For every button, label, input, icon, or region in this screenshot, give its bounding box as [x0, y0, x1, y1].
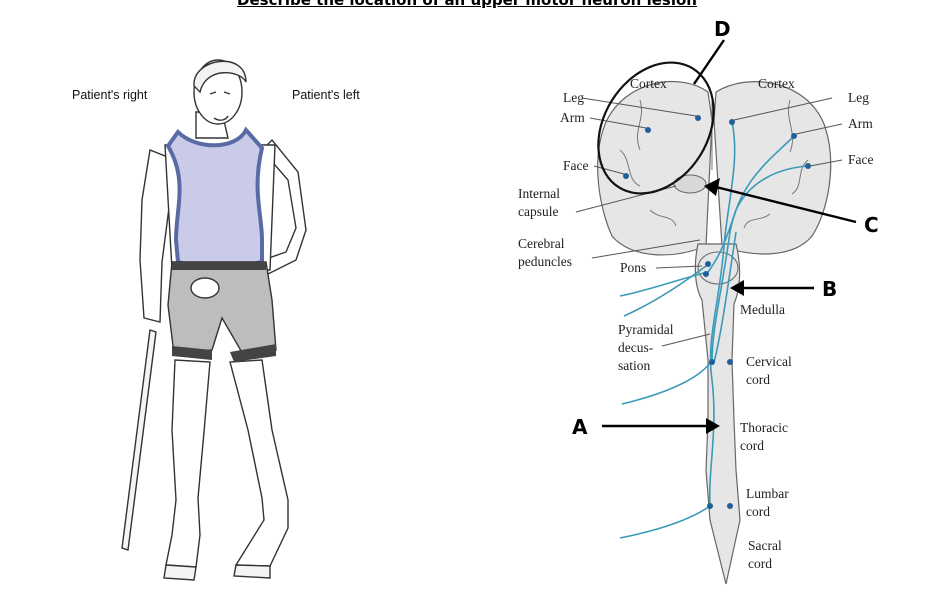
- pons-label: Pons: [620, 260, 646, 275]
- pyramidal-label-1: Pyramidal: [618, 322, 674, 337]
- internal-capsule-label-2: capsule: [518, 204, 558, 219]
- internal-capsule-label-1: Internal: [518, 186, 560, 201]
- cortex-right-label: Cortex: [758, 76, 795, 91]
- medulla-label: Medulla: [740, 302, 785, 317]
- cervical-label-2: cord: [746, 372, 770, 387]
- patient-left-label: Patient's left: [292, 88, 360, 102]
- lesion-d-circle: [597, 61, 715, 195]
- lumbar-label-2: cord: [746, 504, 770, 519]
- brain-left-hemisphere: [597, 80, 713, 256]
- lumbar-label-1: Lumbar: [746, 486, 789, 501]
- cerebral-peduncles-label-1: Cerebral: [518, 236, 565, 251]
- face-right-label: Face: [848, 152, 873, 167]
- face-left-label: Face: [563, 158, 588, 173]
- page-title: Describe the location of an upper motor …: [237, 0, 697, 9]
- marker-d: D: [714, 17, 731, 41]
- arm-left-label: Arm: [560, 110, 585, 125]
- hair: [193, 60, 247, 94]
- cervical-label-1: Cervical: [746, 354, 792, 369]
- marker-c: C: [864, 213, 879, 237]
- arm-right-label: Arm: [848, 116, 873, 131]
- arrow-c: [711, 184, 857, 224]
- sacral-label-2: cord: [748, 556, 772, 571]
- thoracic-label-2: cord: [740, 438, 764, 453]
- leg-left-label: Leg: [563, 90, 584, 105]
- leg-right-label: Leg: [848, 90, 869, 105]
- marker-b: B: [822, 277, 837, 301]
- cane: [121, 329, 157, 551]
- pyramidal-label-2: decus-: [618, 340, 654, 355]
- thoracic-label-1: Thoracic: [740, 420, 788, 435]
- cerebral-peduncles-label-2: peduncles: [518, 254, 572, 269]
- marker-a: A: [572, 415, 588, 439]
- sacral-label-1: Sacral: [748, 538, 782, 553]
- brain-right-hemisphere: [713, 81, 832, 255]
- patient-right-label: Patient's right: [72, 88, 148, 102]
- arrow-d: [693, 39, 725, 85]
- cortex-left-label: Cortex: [630, 76, 667, 91]
- pyramidal-label-3: sation: [618, 358, 650, 373]
